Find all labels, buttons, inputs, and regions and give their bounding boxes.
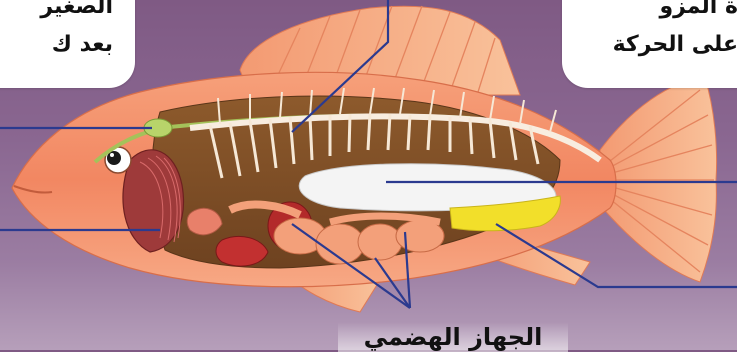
callout-box-right: ة المزو على الحركة: [562, 0, 737, 88]
digestive-system-label: الجهاز الهضمي: [338, 322, 568, 352]
callout-right-line-2: على الحركة: [562, 26, 737, 64]
callout-left-line-2: بعد ك: [0, 26, 135, 64]
callout-right-line-1: ة المزو: [562, 0, 737, 26]
callout-box-left: الصغير بعد ك: [0, 0, 135, 88]
eye-highlight: [110, 153, 114, 157]
callout-left-line-1: الصغير: [0, 0, 135, 26]
